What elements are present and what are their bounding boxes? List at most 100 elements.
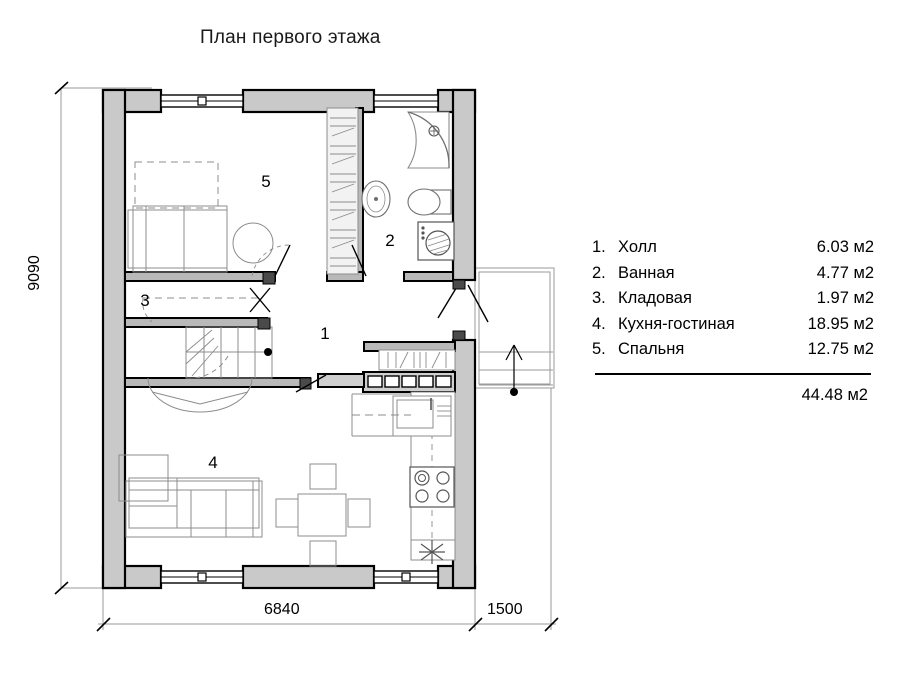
stair-winder-arc <box>185 351 231 379</box>
entrance-door <box>437 279 489 341</box>
door-bedroom-swing <box>251 244 291 277</box>
wall-right-lower <box>451 338 477 590</box>
shower-drain <box>428 125 440 137</box>
legend-row-number: 5. <box>592 340 606 358</box>
living-furniture <box>118 454 371 567</box>
door-living-leaf <box>295 374 327 393</box>
burner-1 <box>414 470 430 486</box>
legend-row-number: 4. <box>592 314 606 333</box>
bedroom-wardrobe-dashed <box>134 161 219 209</box>
windows <box>160 94 439 584</box>
kitchen-fittings <box>317 349 456 564</box>
entrance-direction-arrow <box>505 344 523 396</box>
door-bedroom <box>251 244 291 277</box>
interior-walls <box>124 107 456 388</box>
arrow-origin-dot <box>510 388 518 396</box>
legend-total-area: 44.48 м2 <box>801 385 868 404</box>
entrance-door-leaf-right <box>467 284 489 323</box>
legend-row: 2. Ванная 4.77 м2 <box>592 264 874 290</box>
jamb-hall-pantry <box>257 317 271 330</box>
bed-mattress <box>127 209 228 269</box>
dining-chair-left <box>275 498 299 528</box>
legend-row-area: 18.95 м2 <box>807 314 874 333</box>
legend-rows: 1. Холл 6.03 м2 2. Ванная 4.77 м2 3. Кладовая 1.… <box>592 238 874 366</box>
legend-row-number: 1. <box>592 238 606 256</box>
legend-row-name: Холл <box>618 238 657 256</box>
legend-row-number: 3. <box>592 289 606 307</box>
dining-chair-top <box>309 463 337 490</box>
door-living <box>295 374 327 393</box>
sofa-outline <box>125 480 263 538</box>
wardrobe-hanging-rail <box>330 117 356 267</box>
legend-row-name: Кухня-гостиная <box>618 314 735 333</box>
tick-left-bottom <box>54 581 69 595</box>
bathroom-fixtures <box>361 111 455 261</box>
sink-drain <box>374 197 378 201</box>
room-schedule-legend: 1. Холл 6.03 м2 2. Ванная 4.77 м2 3. Кладовая 1.… <box>592 238 874 405</box>
door-bedroom-leaf <box>274 244 291 277</box>
sofa-chaise <box>128 477 178 529</box>
tick-bottom-mid <box>468 617 483 632</box>
bedside-round-table <box>232 222 274 264</box>
tick-left-top <box>54 81 69 95</box>
wall-left <box>101 88 127 590</box>
upper-cabinets-hatch <box>387 351 447 369</box>
legend-row: 5. Спальня 12.75 м2 <box>592 340 874 366</box>
legend-row: 1. Холл 6.03 м2 <box>592 238 874 264</box>
legend-row-name: Спальня <box>618 340 685 358</box>
entrance-jamb-bottom <box>452 330 466 341</box>
door-bathroom <box>351 244 367 277</box>
burner-2 <box>436 471 450 485</box>
bedroom-furniture <box>127 161 274 273</box>
tick-bottom-right <box>544 617 559 632</box>
legend-row: 4. Кухня-гостиная 18.95 м2 <box>592 315 874 341</box>
counter-peninsula <box>317 373 365 388</box>
legend-divider <box>595 372 871 375</box>
room-number-pantry: 3 <box>140 291 149 310</box>
sofa-seat <box>128 477 260 529</box>
stair-landing-fold <box>151 391 249 405</box>
door-jambs <box>257 317 312 390</box>
legend-row-area: 4.77 м2 <box>816 263 874 282</box>
legend-row-name: Ванная <box>618 263 675 282</box>
washing-machine-door-hatch <box>427 233 450 255</box>
window-bottom-right-handle <box>401 572 411 582</box>
room-number-kitchen-living: 4 <box>208 453 217 472</box>
window-bottom-left-handle <box>197 572 207 582</box>
burner-4 <box>436 489 450 503</box>
legend-row-name: Кладовая <box>618 289 692 307</box>
room-number-labels: 5 2 3 1 4 <box>140 172 394 472</box>
legend-row-area: 12.75 м2 <box>807 340 874 358</box>
legend-row-area: 6.03 м2 <box>816 238 874 256</box>
dining-chair-bottom <box>309 540 337 567</box>
sofa-corner-block <box>118 454 169 502</box>
extractor-star-icon <box>419 540 445 564</box>
dimension-label-left: 9090 <box>26 255 43 291</box>
upper-cabinets <box>378 349 456 371</box>
pantry-door-swing-left <box>142 297 153 323</box>
sofa-backrest <box>128 477 260 491</box>
pantry-door-jamb <box>262 271 276 285</box>
wall-bathroom-south-right <box>403 271 454 282</box>
tick-bottom-left <box>96 617 111 632</box>
sink-drain-board <box>437 405 451 417</box>
pantry-door <box>142 271 276 323</box>
washing-machine-controls <box>421 226 425 240</box>
page-title: План первого этажа <box>200 27 381 48</box>
wall-pantry-south <box>124 317 268 328</box>
room-number-bedroom: 5 <box>261 172 270 191</box>
wall-bottom-mid <box>241 564 376 590</box>
dining-chair-right <box>347 498 371 528</box>
room-number-bathroom: 2 <box>385 231 394 250</box>
dimension-label-bottom-main: 6840 <box>264 601 300 618</box>
dimension-ticks <box>54 81 559 632</box>
entrance-jamb-top <box>452 279 466 290</box>
arrow-head-right <box>513 344 523 361</box>
burner-1-inner <box>418 474 426 482</box>
legend-row-number: 2. <box>592 263 606 282</box>
pantry-door-leaves <box>249 287 271 313</box>
dimension-label-bottom-porch: 1500 <box>487 601 523 618</box>
kitchen-drawer-fronts <box>367 375 452 388</box>
legend-row-area: 1.97 м2 <box>816 289 874 307</box>
